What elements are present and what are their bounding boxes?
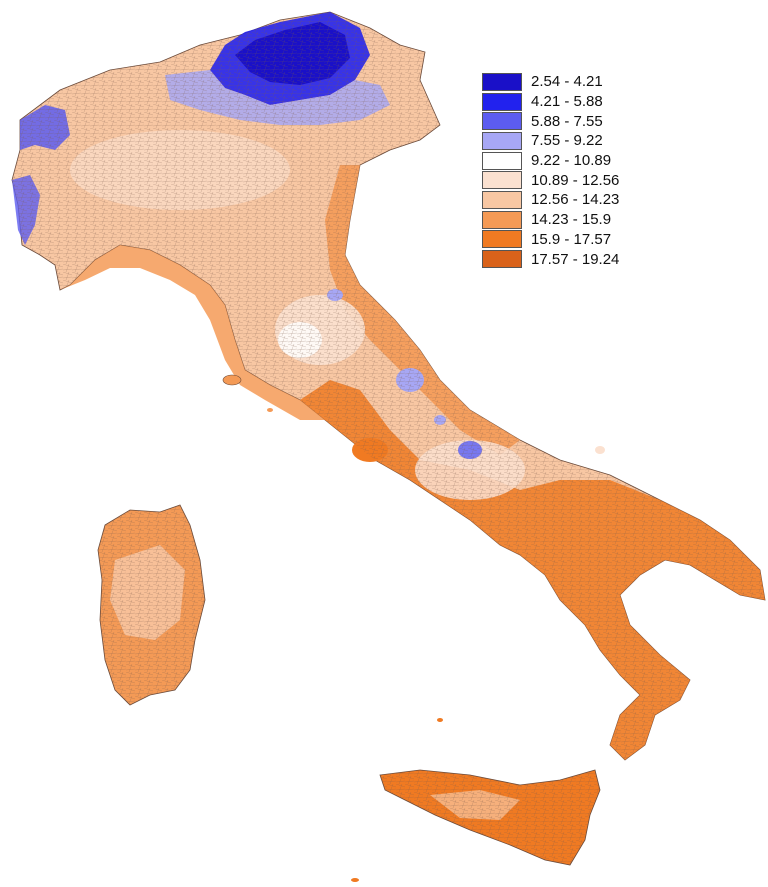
- legend-label: 9.22 - 10.89: [531, 152, 612, 170]
- legend-swatch: [482, 112, 522, 131]
- legend-label: 17.57 - 19.24: [531, 250, 620, 268]
- legend-swatch: [482, 171, 522, 190]
- legend-label: 15.9 - 17.57: [531, 230, 612, 248]
- legend-label: 10.89 - 12.56: [531, 171, 620, 189]
- island: [222, 374, 242, 386]
- island: [267, 408, 273, 412]
- legend: 2.54 - 4.21 4.21 - 5.88 5.88 - 7.55 7.55…: [482, 72, 619, 269]
- legend-swatch: [482, 190, 522, 209]
- island: [437, 718, 443, 722]
- legend-label: 5.88 - 7.55: [531, 112, 603, 130]
- legend-swatch: [482, 72, 522, 91]
- legend-item: 17.57 - 19.24: [482, 249, 619, 269]
- legend-swatch: [482, 151, 522, 170]
- legend-item: 14.23 - 15.9: [482, 210, 619, 230]
- legend-label: 12.56 - 14.23: [531, 191, 620, 209]
- legend-item: 4.21 - 5.88: [482, 92, 619, 112]
- legend-swatch: [482, 131, 522, 150]
- legend-label: 2.54 - 4.21: [531, 73, 603, 91]
- legend-swatch: [482, 250, 522, 269]
- legend-item: 2.54 - 4.21: [482, 72, 619, 92]
- legend-label: 4.21 - 5.88: [531, 93, 603, 111]
- legend-swatch: [482, 210, 522, 229]
- tyrrhenian-coast-region: [60, 245, 325, 420]
- legend-item: 9.22 - 10.89: [482, 151, 619, 171]
- legend-item: 12.56 - 14.23: [482, 190, 619, 210]
- legend-swatch: [482, 230, 522, 249]
- legend-item: 7.55 - 9.22: [482, 131, 619, 151]
- municipal-boundaries: [12, 12, 765, 865]
- legend-label: 7.55 - 9.22: [531, 132, 603, 150]
- legend-item: 15.9 - 17.57: [482, 230, 619, 250]
- legend-label: 14.23 - 15.9: [531, 211, 612, 229]
- legend-swatch: [482, 92, 522, 111]
- legend-item: 5.88 - 7.55: [482, 111, 619, 131]
- legend-item: 10.89 - 12.56: [482, 170, 619, 190]
- island: [595, 446, 605, 454]
- island: [351, 878, 359, 882]
